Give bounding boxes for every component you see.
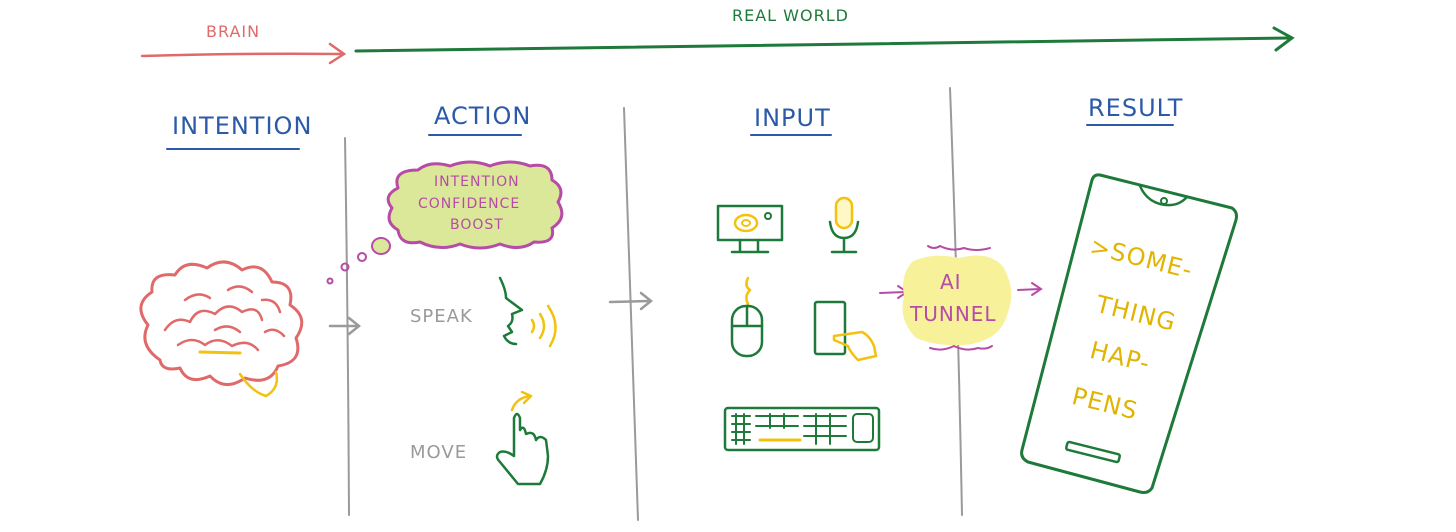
ai-tunnel-line-1: AI bbox=[940, 270, 962, 294]
bubble-line-1: INTENTION bbox=[434, 174, 520, 190]
webcam-icon bbox=[716, 204, 784, 254]
heading-input: INPUT bbox=[754, 104, 831, 132]
real-world-label: REAL WORLD bbox=[732, 6, 849, 25]
real-world-arrow bbox=[354, 26, 1295, 53]
brain-label: BRAIN bbox=[206, 22, 261, 41]
bubble-line-2: CONFIDENCE bbox=[418, 196, 521, 212]
speaking-face-icon bbox=[498, 276, 557, 348]
thought-dots bbox=[326, 237, 391, 285]
heading-result-underline bbox=[1086, 124, 1174, 126]
brain-icon bbox=[139, 260, 304, 398]
heading-intention-underline bbox=[166, 148, 300, 150]
heading-result: RESULT bbox=[1088, 94, 1184, 122]
heading-intention: INTENTION bbox=[172, 112, 313, 140]
gray-arrows bbox=[328, 291, 654, 336]
pointing-hand-icon bbox=[495, 390, 550, 486]
heading-input-underline bbox=[750, 134, 832, 136]
heading-action-underline bbox=[428, 134, 522, 136]
microphone-icon bbox=[828, 196, 860, 254]
keyboard-icon bbox=[723, 406, 881, 452]
brain-arrow bbox=[140, 42, 347, 65]
smartphone-icon bbox=[1020, 173, 1238, 494]
move-label: MOVE bbox=[410, 442, 468, 463]
ai-tunnel bbox=[902, 244, 1012, 351]
heading-action: ACTION bbox=[434, 102, 532, 130]
mouse-icon bbox=[730, 276, 764, 358]
bubble-line-3: BOOST bbox=[450, 217, 504, 233]
speak-label: SPEAK bbox=[410, 306, 473, 327]
ai-tunnel-line-2: TUNNEL bbox=[910, 302, 997, 326]
touchpad-icon bbox=[813, 300, 878, 362]
thought-bubble bbox=[386, 160, 564, 250]
